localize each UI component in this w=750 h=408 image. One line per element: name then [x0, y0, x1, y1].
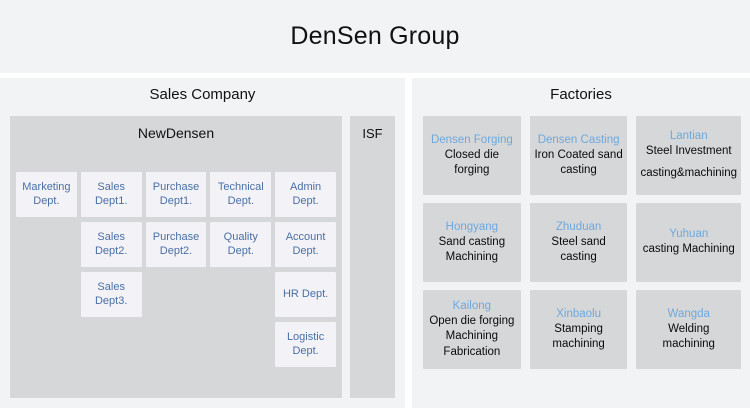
dept-quality[interactable]: Quality Dept. — [210, 222, 272, 267]
page-title: DenSen Group — [290, 22, 460, 50]
factory-desc: Steel Investment — [645, 145, 732, 158]
factory-zhuduan[interactable]: Zhuduan Steel sand casting — [529, 203, 628, 282]
dept-sales-1[interactable]: Sales Dept1. — [80, 172, 142, 217]
factory-desc: Sand casting Machining — [438, 235, 506, 263]
dept-slot-empty — [146, 272, 207, 317]
newdensen-container[interactable]: NewDensen Marketing Dept. Sales Dept1. P… — [10, 116, 342, 398]
dept-slot-empty — [210, 322, 271, 367]
factory-xinbaolu[interactable]: Xinbaolu Stamping machining — [529, 290, 628, 369]
dept-technical[interactable]: Technical Dept. — [210, 172, 272, 217]
factories-header: Factories — [550, 85, 612, 103]
factory-kailong[interactable]: Kailong Open die forging Machining Fabri… — [423, 290, 521, 369]
dept-slot-empty — [81, 322, 142, 367]
dept-slot-empty — [16, 222, 77, 267]
factory-name: Xinbaolu — [556, 307, 601, 320]
dept-slot-empty — [210, 272, 271, 317]
dept-hr[interactable]: HR Dept. — [275, 272, 336, 317]
factory-desc: Iron Coated sand casting — [534, 148, 623, 176]
isf-label: ISF — [362, 126, 383, 141]
sales-company-header: Sales Company — [149, 85, 256, 103]
dept-slot-empty — [16, 272, 77, 317]
group-title-band: DenSen Group — [0, 0, 750, 73]
dept-purchase-2[interactable]: Purchase Dept2. — [145, 222, 207, 267]
factory-name: Wangda — [667, 307, 710, 320]
factory-desc: Welding machining — [662, 322, 715, 350]
factory-hongyang[interactable]: Hongyang Sand casting Machining — [423, 203, 521, 282]
isf-container[interactable]: ISF — [350, 116, 395, 398]
factory-desc: Open die forging Machining Fabrication — [429, 315, 515, 358]
factory-wangda[interactable]: Wangda Welding machining — [636, 290, 741, 369]
sales-company-panel: Sales Company NewDensen Marketing Dept. … — [0, 78, 405, 408]
factory-densen-forging[interactable]: Densen Forging Closed die forging — [423, 116, 521, 195]
factories-panel: Factories Densen Forging Closed die forg… — [412, 78, 750, 408]
factory-densen-casting[interactable]: Densen Casting Iron Coated sand casting — [529, 116, 628, 195]
factory-desc: Closed die forging — [444, 148, 500, 176]
factory-name: Yuhuan — [669, 228, 709, 241]
factories-grid: Densen Forging Closed die forging Densen… — [423, 116, 741, 369]
department-grid: Marketing Dept. Sales Dept1. Purchase De… — [16, 172, 336, 367]
dept-account[interactable]: Account Dept. — [275, 222, 336, 267]
newdensen-label: NewDensen — [137, 125, 215, 141]
factory-name: Densen Casting — [537, 133, 620, 146]
dept-sales-2[interactable]: Sales Dept2. — [80, 222, 142, 267]
dept-sales-3[interactable]: Sales Dept3. — [80, 272, 142, 317]
factory-yuhuan[interactable]: Yuhuan casting Machining — [636, 203, 741, 282]
factory-name: Kailong — [452, 300, 492, 313]
dept-slot-empty — [146, 322, 207, 367]
factory-desc: casting Machining — [642, 243, 735, 256]
factory-desc: Stamping machining — [552, 322, 605, 350]
factory-name: Lantian — [669, 130, 708, 143]
dept-slot-empty — [16, 322, 77, 367]
dept-marketing[interactable]: Marketing Dept. — [16, 172, 77, 217]
panel-divider — [405, 78, 412, 408]
sales-company-body: NewDensen Marketing Dept. Sales Dept1. P… — [0, 116, 405, 404]
factory-lantian[interactable]: Lantian Steel Investment casting&machini… — [636, 116, 741, 195]
dept-logistic[interactable]: Logistic Dept. — [275, 322, 336, 367]
dept-purchase-1[interactable]: Purchase Dept1. — [145, 172, 207, 217]
panels-container: Sales Company NewDensen Marketing Dept. … — [0, 78, 750, 408]
factory-name: Hongyang — [445, 220, 499, 233]
factory-name: Zhuduan — [555, 220, 602, 233]
factory-desc: Steel sand casting — [551, 235, 606, 263]
factory-name: Densen Forging — [430, 133, 513, 146]
factory-desc-secondary: casting&machining — [640, 167, 737, 180]
dept-admin[interactable]: Admin Dept. — [275, 172, 336, 217]
